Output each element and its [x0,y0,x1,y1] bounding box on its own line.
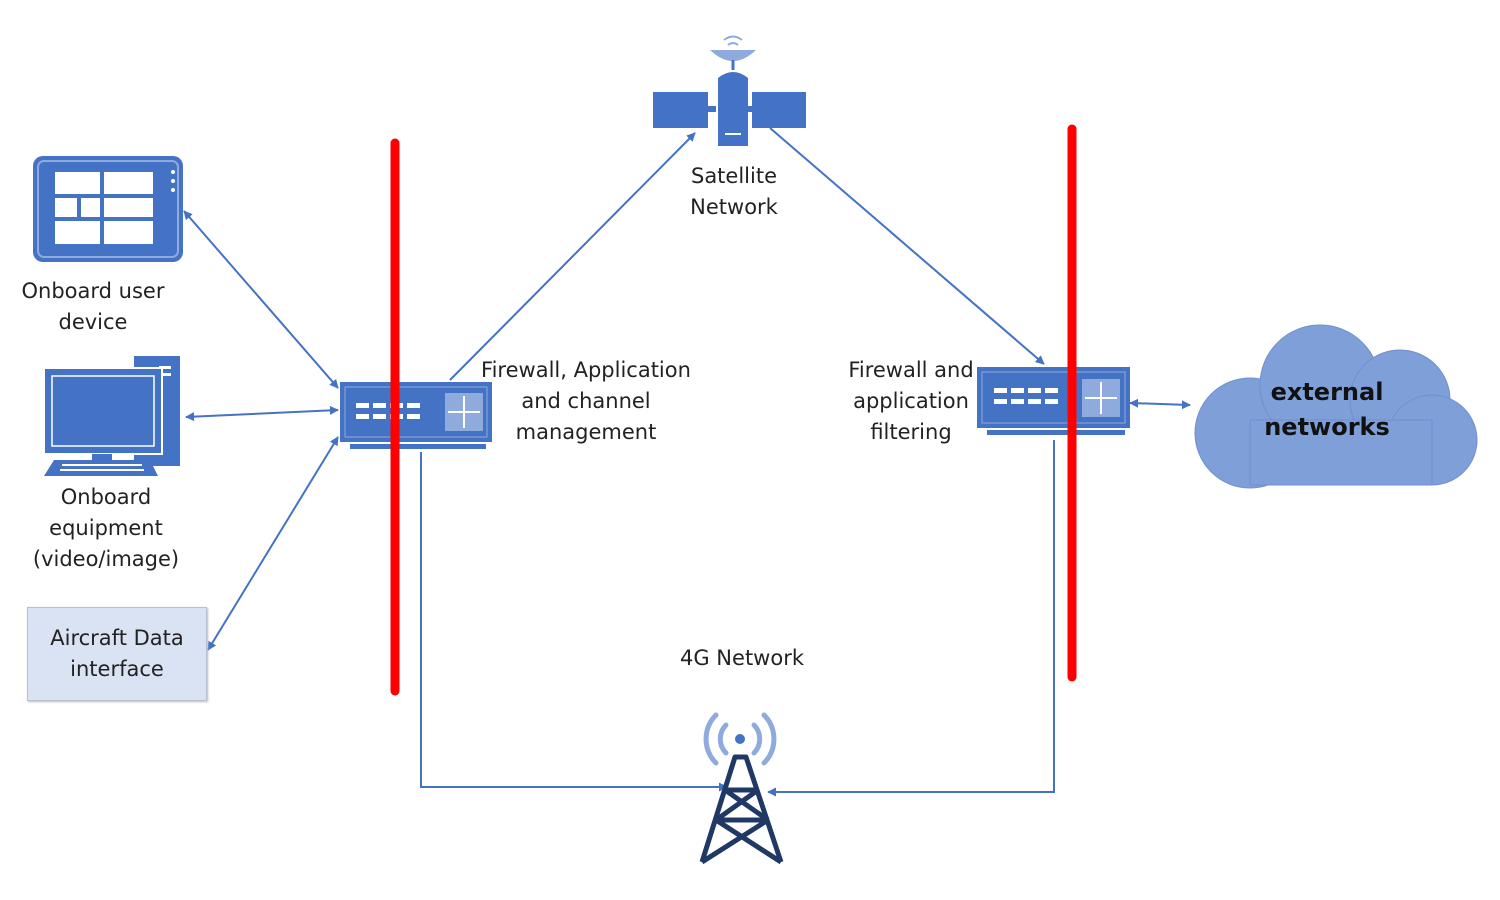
label-line: device [58,310,128,334]
link-aircraft-data-router [207,436,339,651]
label-line: equipment [49,516,163,540]
label-line: application [853,389,969,413]
connectors [183,127,1191,797]
link-router-right-cloud [1129,398,1191,410]
label-line: Firewall and [848,358,974,382]
label-line: interface [70,657,164,681]
satellite-icon [653,35,806,146]
label-line: Onboard [60,485,152,509]
link-satellite-router-right [769,127,1045,365]
label-line: (video/image) [32,547,180,571]
label-line: Onboard user [21,279,165,303]
label-line: and channel [521,389,651,413]
label-line: external [1270,378,1384,406]
link-router-tower [420,452,728,792]
router-left-label: Firewall, Application and channel manage… [470,355,702,448]
link-router-satellite [449,132,696,381]
label-line: networks [1264,413,1390,441]
label-line: Aircraft Data [50,626,184,650]
tablet-icon [33,156,183,262]
external-networks-label: external networks [1230,375,1424,445]
aircraft-data-interface-label: Aircraft Data interface [27,623,207,685]
label-line: Network [690,195,778,219]
router-icon [977,367,1130,435]
4g-network-label: 4G Network [680,646,804,670]
desktop-computer-icon [43,354,182,476]
label-line: management [515,420,657,444]
satellite-network-label: Satellite Network [664,161,804,223]
label-line: filtering [870,420,952,444]
label-line: Satellite [690,164,777,188]
aircraft-data-interface-box [27,607,207,701]
link-user-device-router [183,210,339,389]
cloud-icon [1194,324,1478,489]
cell-tower-icon [699,712,784,865]
label-line: Firewall, Application [481,358,691,382]
router-right-label: Firewall and application filtering [840,355,982,448]
router-icon [340,382,492,449]
onboard-user-device-label: Onboard user device [2,276,184,338]
link-tower-router-right [767,440,1055,797]
onboard-equipment-label: Onboard equipment (video/image) [10,482,202,575]
link-equipment-router [185,405,339,422]
